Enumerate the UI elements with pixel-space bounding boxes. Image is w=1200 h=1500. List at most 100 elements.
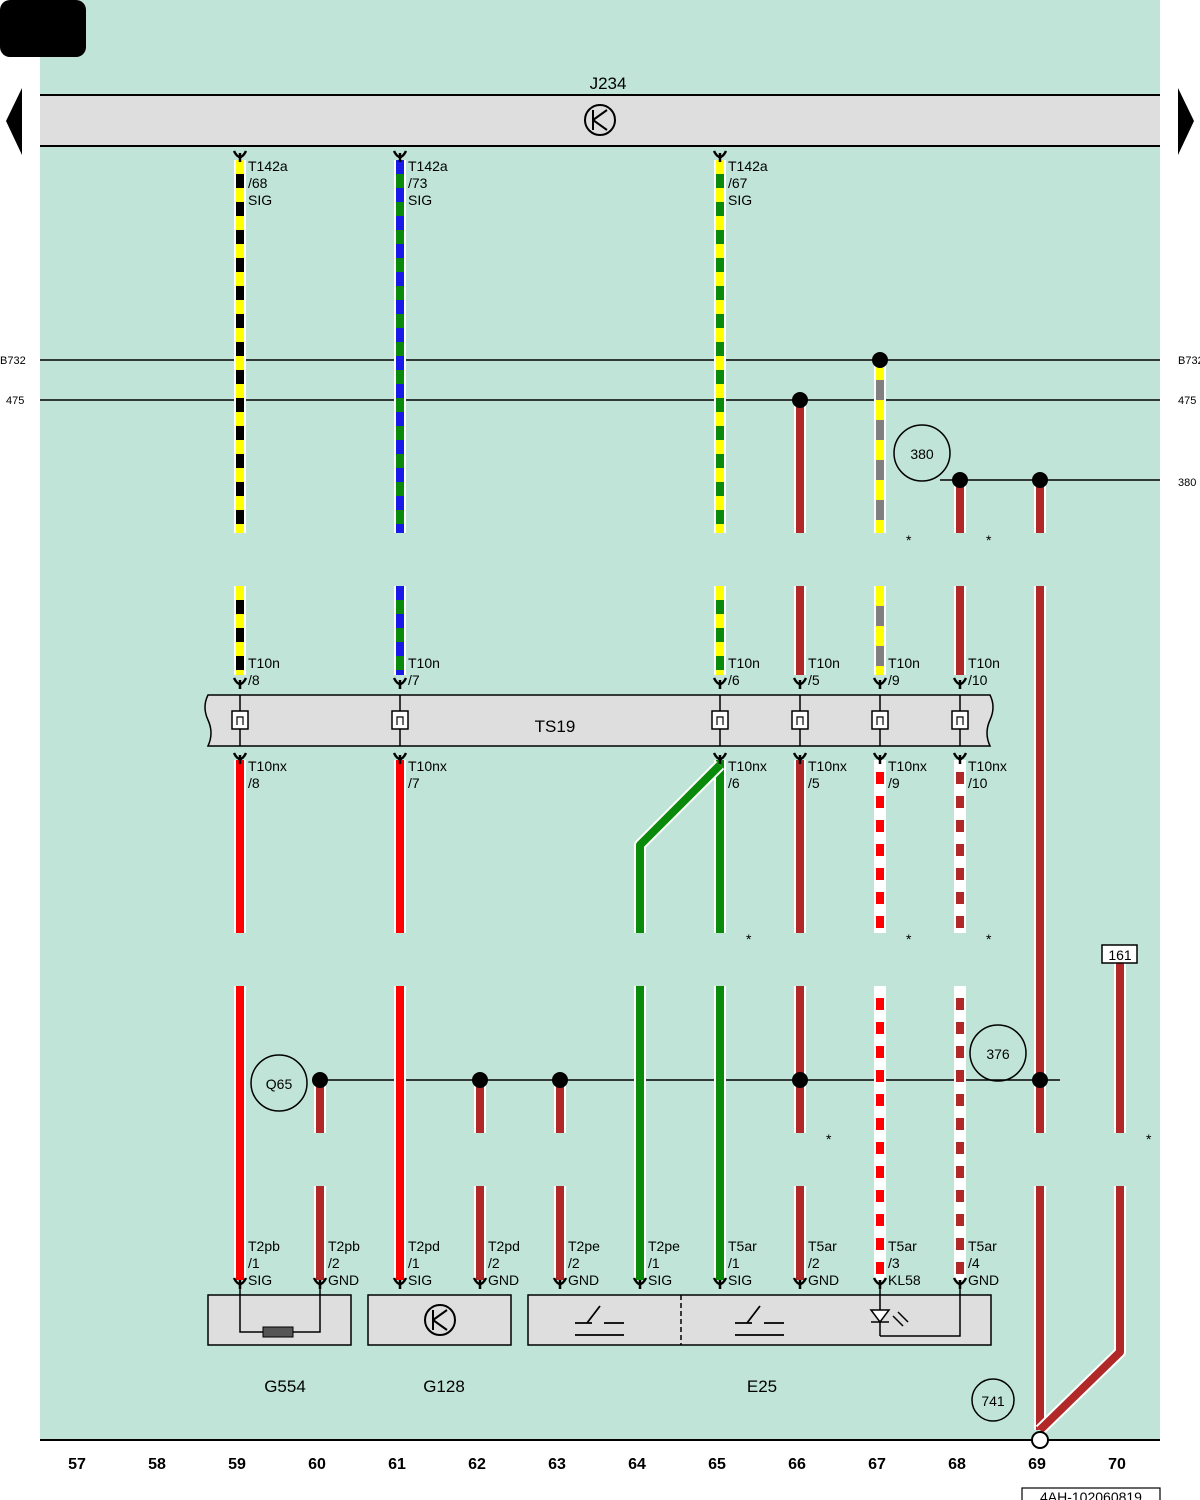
column-number-65: 65 [708, 1456, 726, 1473]
t10n-pin-3: /5 [808, 672, 820, 688]
next-page-icon[interactable] [1178, 88, 1194, 155]
splice-pin-mark-4 [876, 716, 884, 725]
bottom-connector-pin-2: /1 [408, 1255, 420, 1271]
t10n-pin-2: /6 [728, 672, 740, 688]
splice-pin-4 [871, 710, 889, 730]
junction-dot-ground-2 [552, 1072, 568, 1088]
top-connector-name-2: T142a [728, 158, 768, 174]
t10n-name-0: T10n [248, 655, 280, 671]
bus-label-475-left: 475 [6, 395, 24, 407]
top-connector-name-1: T142a [408, 158, 448, 174]
t10nx-name-3: T10nx [808, 758, 847, 774]
splice-ts19-label: TS19 [535, 717, 576, 736]
wire-layer [232, 150, 1126, 1435]
transistor-symbol-j234 [584, 104, 616, 136]
t10n-name-1: T10n [408, 655, 440, 671]
bus-label-b732-right: B732 [1178, 355, 1200, 367]
doc-id-box [1021, 1487, 1161, 1500]
splice-pin-3 [791, 710, 809, 730]
t10n-name-3: T10n [808, 655, 840, 671]
t10nx-pin-4: /9 [888, 775, 900, 791]
ref-box-161 [1101, 944, 1138, 964]
top-connector-pin-1: /73 [408, 175, 428, 191]
asterisk-1: * [986, 532, 992, 548]
column-number-63: 63 [548, 1456, 566, 1473]
circle-380-label: 380 [910, 446, 934, 462]
asterisk-group: ******* [746, 532, 1152, 1147]
module-j234 [40, 95, 1160, 146]
doc-id: 4AH-102060819 [1040, 1489, 1142, 1500]
column-number-58: 58 [148, 1456, 166, 1473]
t10n-name-2: T10n [728, 655, 760, 671]
top-connector-pin-0: /68 [248, 175, 268, 191]
bottom-connector-pin-3: /2 [488, 1255, 500, 1271]
component-g128 [367, 1294, 512, 1346]
junction-dot-b732 [872, 352, 888, 368]
bottom-connector-type-7: GND [808, 1272, 839, 1288]
column-number-59: 59 [228, 1456, 246, 1473]
splice-pins [231, 695, 969, 746]
ground-terminal-69 [1031, 1431, 1049, 1449]
bus-label-475-right: 475 [1178, 395, 1196, 407]
column-number-62: 62 [468, 1456, 486, 1473]
circle-380 [893, 424, 951, 482]
splice-pin-0 [231, 710, 249, 730]
wire-64-branch [636, 762, 723, 933]
bottom-connector-pin-8: /3 [888, 1255, 900, 1271]
wire-70-lower [1037, 1186, 1124, 1433]
splice-pin-1 [391, 710, 409, 730]
splice-ts19 [204, 694, 994, 747]
junction-dot-ground-1 [472, 1072, 488, 1088]
junction-dot-380-a [952, 472, 968, 488]
column-number-60: 60 [308, 1456, 326, 1473]
top-connector-type-0: SIG [248, 192, 272, 208]
t10nx-pin-5: /10 [968, 775, 988, 791]
t10nx-pin-0: /8 [248, 775, 260, 791]
t10nx-pin-3: /5 [808, 775, 820, 791]
bottom-connector-name-1: T2pb [328, 1238, 360, 1254]
bus-label-b732-left: B732 [0, 355, 26, 367]
t10nx-name-4: T10nx [888, 758, 927, 774]
switch-symbol-2 [735, 1305, 784, 1336]
circle-741 [971, 1378, 1015, 1422]
column-number-64: 64 [628, 1456, 646, 1473]
junction-dot-475 [792, 392, 808, 408]
circle-q65-label: Q65 [266, 1076, 293, 1092]
ref-box-161-label: 161 [1108, 947, 1132, 963]
bottom-connector-type-3: GND [488, 1272, 519, 1288]
bus-label-380-right: 380 [1178, 477, 1196, 489]
bottom-connector-name-6: T5ar [728, 1238, 757, 1254]
bottom-connector-type-2: SIG [408, 1272, 432, 1288]
bottom-connector-name-8: T5ar [888, 1238, 917, 1254]
bottom-connector-type-9: GND [968, 1272, 999, 1288]
prev-page-icon[interactable] [6, 88, 22, 155]
component-e25 [527, 1294, 992, 1346]
asterisk-3: * [906, 931, 912, 947]
column-number-70: 70 [1108, 1456, 1126, 1473]
column-number-67: 67 [868, 1456, 886, 1473]
circle-741-label: 741 [981, 1393, 1005, 1409]
asterisk-6: * [1146, 1131, 1152, 1147]
bottom-connector-type-1: GND [328, 1272, 359, 1288]
component-label-e25: E25 [747, 1377, 777, 1396]
asterisk-4: * [986, 931, 992, 947]
circle-376 [969, 1024, 1027, 1082]
page-tag [0, 0, 86, 57]
top-connector-name-0: T142a [248, 158, 288, 174]
bottom-connector-pin-6: /1 [728, 1255, 740, 1271]
bottom-connector-type-6: SIG [728, 1272, 752, 1288]
bottom-connector-pin-5: /1 [648, 1255, 660, 1271]
component-label-g554: G554 [264, 1377, 306, 1396]
bottom-connector-pin-4: /2 [568, 1255, 580, 1271]
bottom-connector-name-7: T5ar [808, 1238, 837, 1254]
t10n-name-4: T10n [888, 655, 920, 671]
t10nx-pin-2: /6 [728, 775, 740, 791]
bottom-connector-type-0: SIG [248, 1272, 272, 1288]
t10n-pin-0: /8 [248, 672, 260, 688]
t10n-pin-1: /7 [408, 672, 420, 688]
bottom-connector-pin-1: /2 [328, 1255, 340, 1271]
component-label-g128: G128 [423, 1377, 465, 1396]
t10nx-name-0: T10nx [248, 758, 287, 774]
